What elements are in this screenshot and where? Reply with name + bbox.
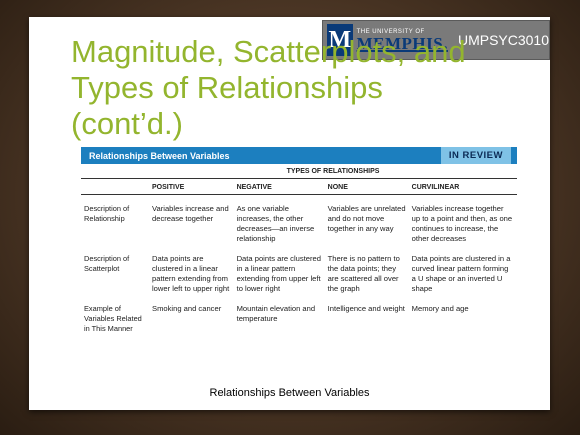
table-cell: Variables increase and decrease together	[152, 204, 229, 223]
table-row: Example of Variables Related in This Man…	[81, 303, 517, 335]
table-row: Description of Relationship Variables in…	[81, 203, 517, 245]
table-cell: Data points are clustered in a linear pa…	[152, 254, 230, 293]
title-line-1: Magnitude, Scatterplots, and	[71, 34, 466, 69]
in-review-label: IN REVIEW	[440, 147, 511, 164]
table-cell: As one variable increases, the other dec…	[236, 204, 315, 243]
memphis-logo-icon: M	[327, 24, 353, 56]
column-header-row: POSITIVE NEGATIVE NONE CURVILINEAR	[81, 178, 517, 195]
university-wordmark: THE UNIVERSITY OF MEMPHIS.	[357, 29, 448, 52]
table-banner: Relationships Between Variables IN REVIE…	[81, 147, 517, 164]
slide: M THE UNIVERSITY OF MEMPHIS. UMPSYC3010 …	[29, 17, 550, 410]
table-cell: There is no pattern to the data points; …	[327, 254, 400, 293]
slide-caption: Relationships Between Variables	[209, 387, 370, 399]
table-row: Description of Scatterplot Data points a…	[81, 253, 517, 295]
banner-title: Relationships Between Variables	[89, 150, 230, 161]
column-header-negative: NEGATIVE	[233, 178, 325, 195]
review-table-figure: Relationships Between Variables IN REVIE…	[81, 147, 517, 382]
table-cell: Data points are clustered in a linear pa…	[236, 254, 321, 293]
logo-small-text: THE UNIVERSITY OF	[356, 28, 425, 35]
table-cell: Variables increase together up to a poin…	[411, 204, 513, 243]
column-header-positive: POSITIVE	[149, 178, 234, 195]
column-header-curvilinear: CURVILINEAR	[408, 178, 517, 195]
title-line-2: Types of Relationships	[71, 70, 383, 105]
relationships-table: TYPES OF RELATIONSHIPS POSITIVE NEGATIVE…	[81, 164, 517, 335]
table-cell: Mountain elevation and temperature	[236, 304, 316, 323]
types-header-row: TYPES OF RELATIONSHIPS	[81, 164, 517, 179]
slide-title: Magnitude, Scatterplots, and Types of Re…	[71, 34, 511, 142]
logo-big-text: MEMPHIS.	[356, 33, 448, 53]
university-badge: M THE UNIVERSITY OF MEMPHIS. UMPSYC3010	[322, 20, 550, 60]
column-header-none: NONE	[324, 178, 409, 195]
table-cell: Intelligence and weight	[327, 304, 405, 313]
row-label: Example of Variables Related in This Man…	[84, 304, 142, 333]
row-label: Description of Relationship	[84, 204, 130, 223]
table-cell: Memory and age	[411, 304, 469, 313]
course-code: UMPSYC3010	[457, 32, 549, 48]
table-cell: Variables are unrelated and do not move …	[327, 204, 406, 233]
types-header: TYPES OF RELATIONSHIPS	[149, 164, 517, 179]
row-label: Description of Scatterplot	[84, 254, 130, 273]
table-cell: Data points are clustered in a curved li…	[411, 254, 511, 293]
title-line-3: (cont’d.)	[71, 106, 183, 141]
table-cell: Smoking and cancer	[152, 304, 222, 313]
